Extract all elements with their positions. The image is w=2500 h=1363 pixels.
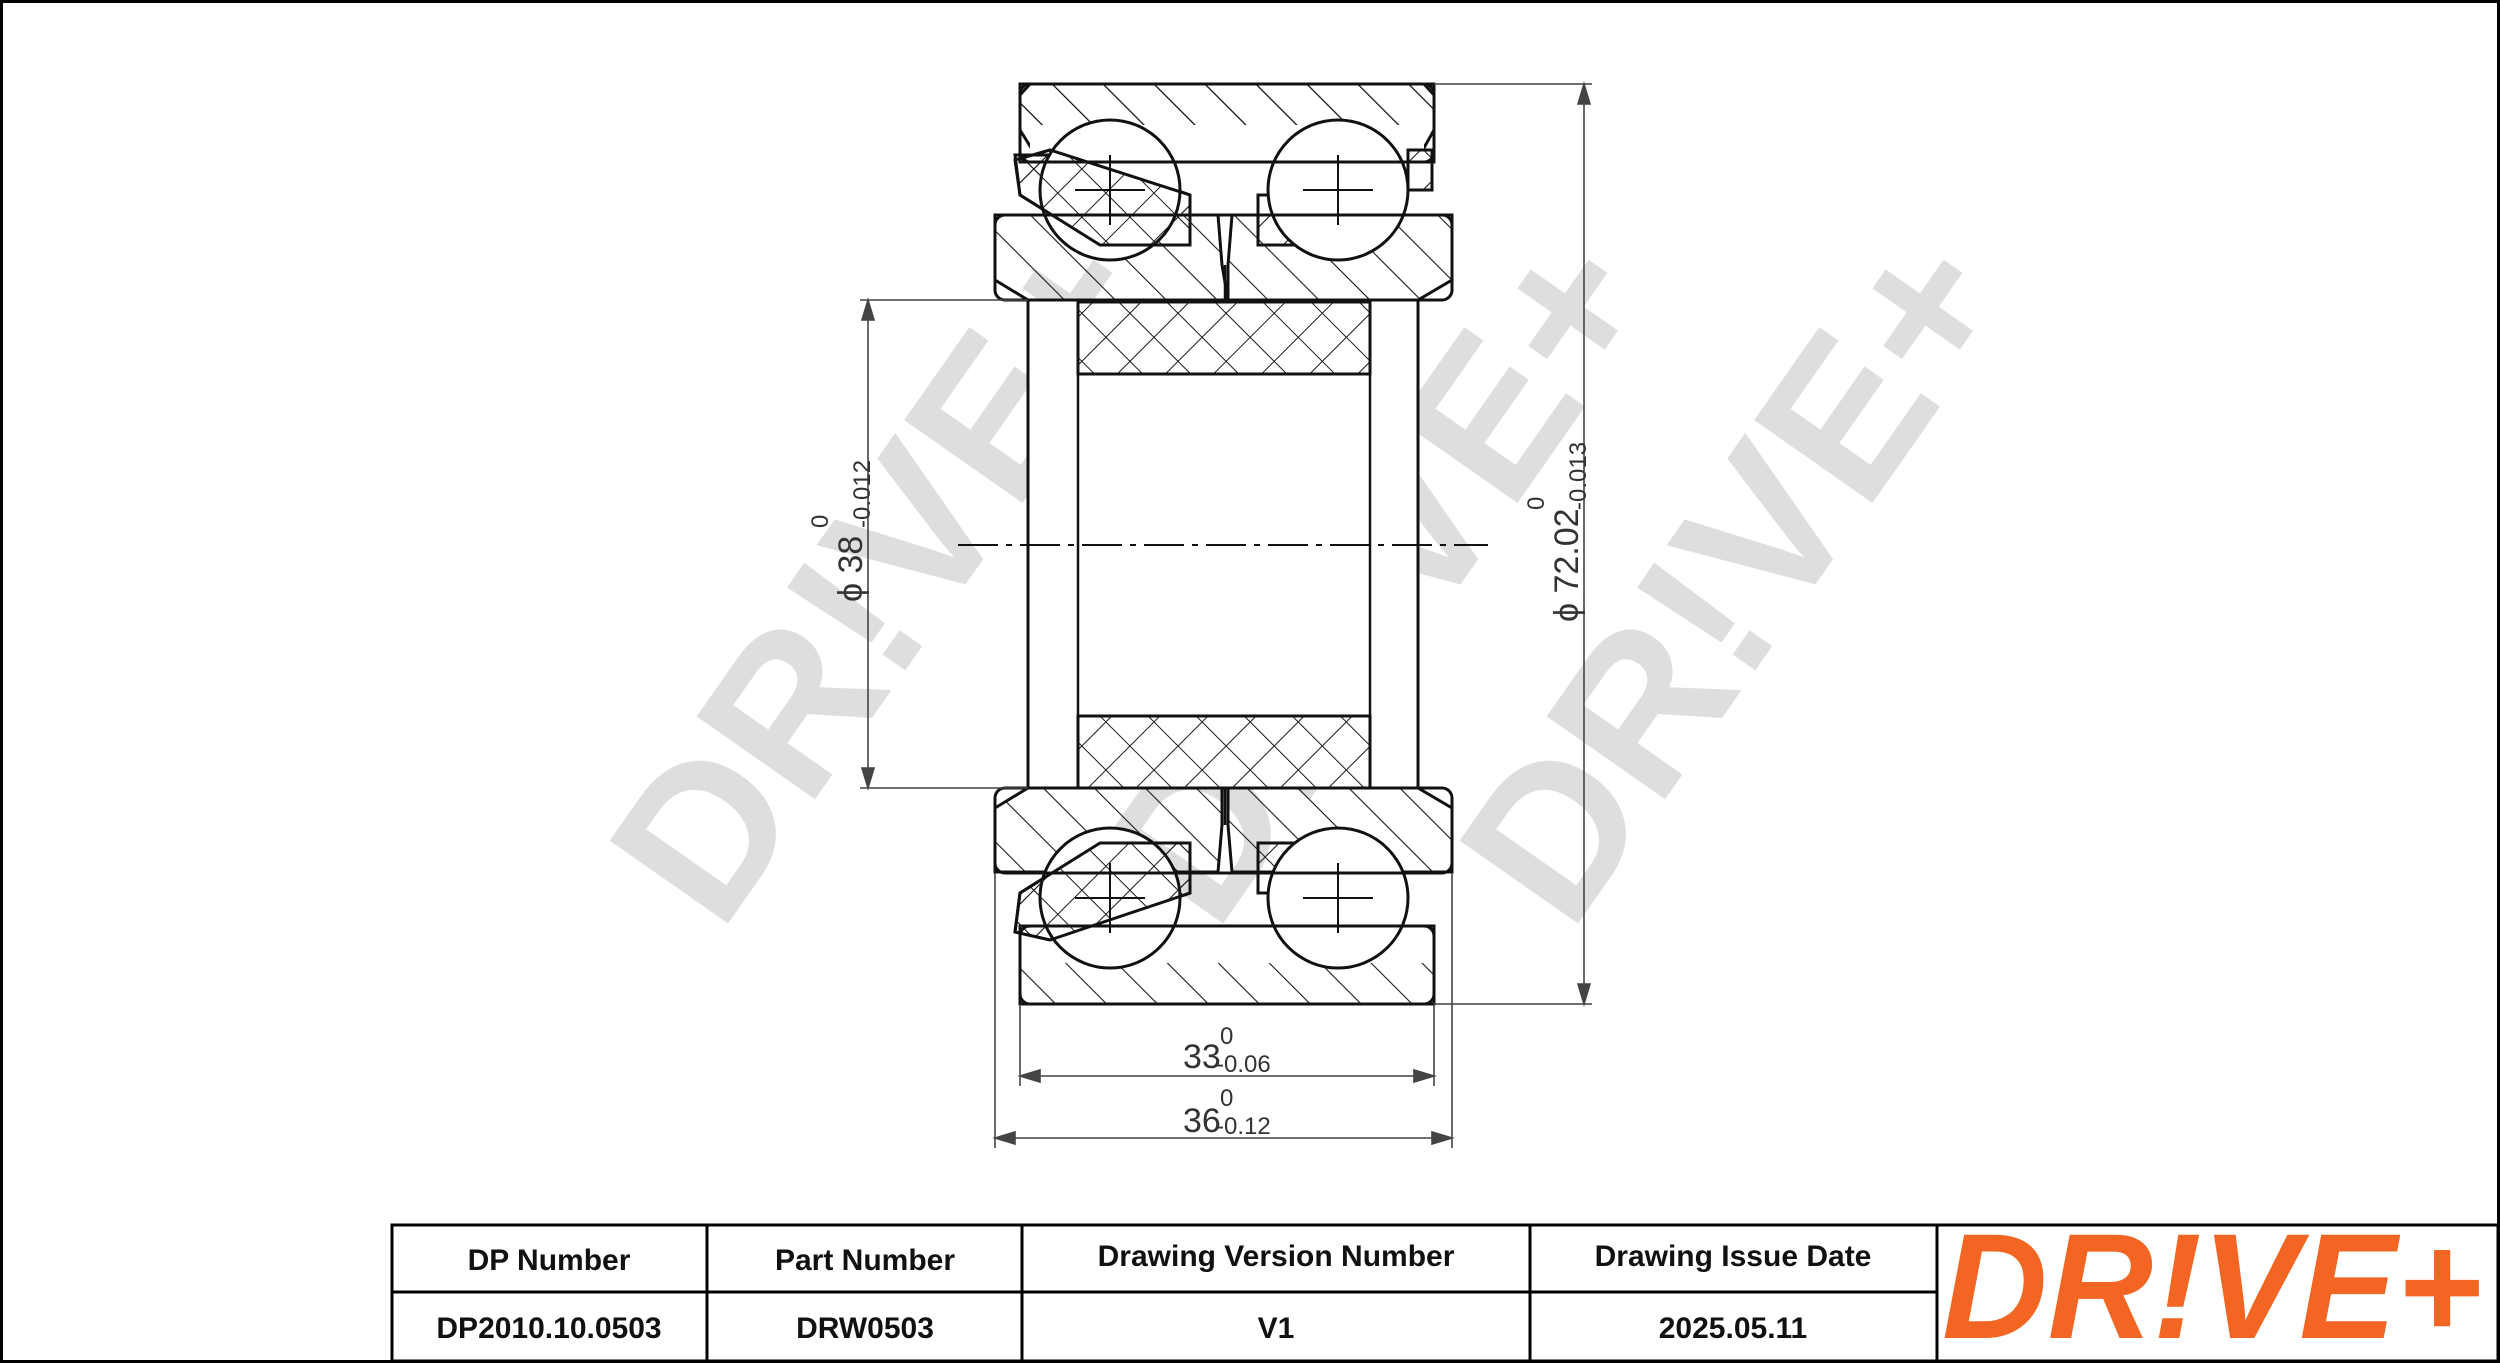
- dim-outer-text: ϕ 72.02 0 -0.013: [1523, 442, 1592, 622]
- dim-width-inner-lower: -0.06: [1216, 1051, 1271, 1078]
- title-block: DP Number Part Number Drawing Version Nu…: [390, 1223, 2500, 1363]
- dim-width-outer-lower: -0.12: [1216, 1113, 1271, 1140]
- header-drawing-issue-date: Drawing Issue Date: [1595, 1240, 1872, 1273]
- value-part-number: DRW0503: [796, 1312, 934, 1345]
- value-drawing-issue-date: 2025.05.11: [1659, 1312, 1808, 1345]
- dim-width-outer-text: 36 0 -0.12: [1183, 1085, 1271, 1140]
- dim-bore-lower: -0.012: [849, 460, 876, 528]
- dim-width-inner-main: 33: [1183, 1038, 1221, 1076]
- dim-bore-upper: 0: [807, 515, 834, 528]
- header-drawing-version: Drawing Version Number: [1098, 1240, 1455, 1273]
- dim-bore-main: ϕ 38: [832, 536, 870, 602]
- header-dp-number: DP Number: [468, 1244, 631, 1277]
- dim-width-inner-upper: 0: [1220, 1023, 1233, 1050]
- dim-width-inner-text: 33 0 -0.06: [1183, 1023, 1271, 1078]
- dim-outer-main: ϕ 72.02: [1548, 508, 1586, 622]
- dimension-lines: [860, 81, 1592, 1148]
- seal-lower: [1076, 714, 1372, 790]
- dim-bore-text: ϕ 38 0 -0.012: [807, 460, 876, 602]
- dim-outer-upper: 0: [1523, 497, 1550, 510]
- logo-text: DR!VE+: [1942, 1202, 2482, 1363]
- seal-upper: [1076, 300, 1372, 376]
- value-drawing-version: V1: [1258, 1312, 1295, 1345]
- header-part-number: Part Number: [775, 1244, 955, 1277]
- drive-logo: DR!VE+: [1942, 1202, 2482, 1363]
- dim-width-outer-main: 36: [1183, 1102, 1221, 1140]
- value-dp-number: DP2010.10.0503: [436, 1312, 661, 1345]
- dim-outer-lower: -0.013: [1565, 442, 1592, 510]
- dim-width-outer-upper: 0: [1220, 1085, 1233, 1112]
